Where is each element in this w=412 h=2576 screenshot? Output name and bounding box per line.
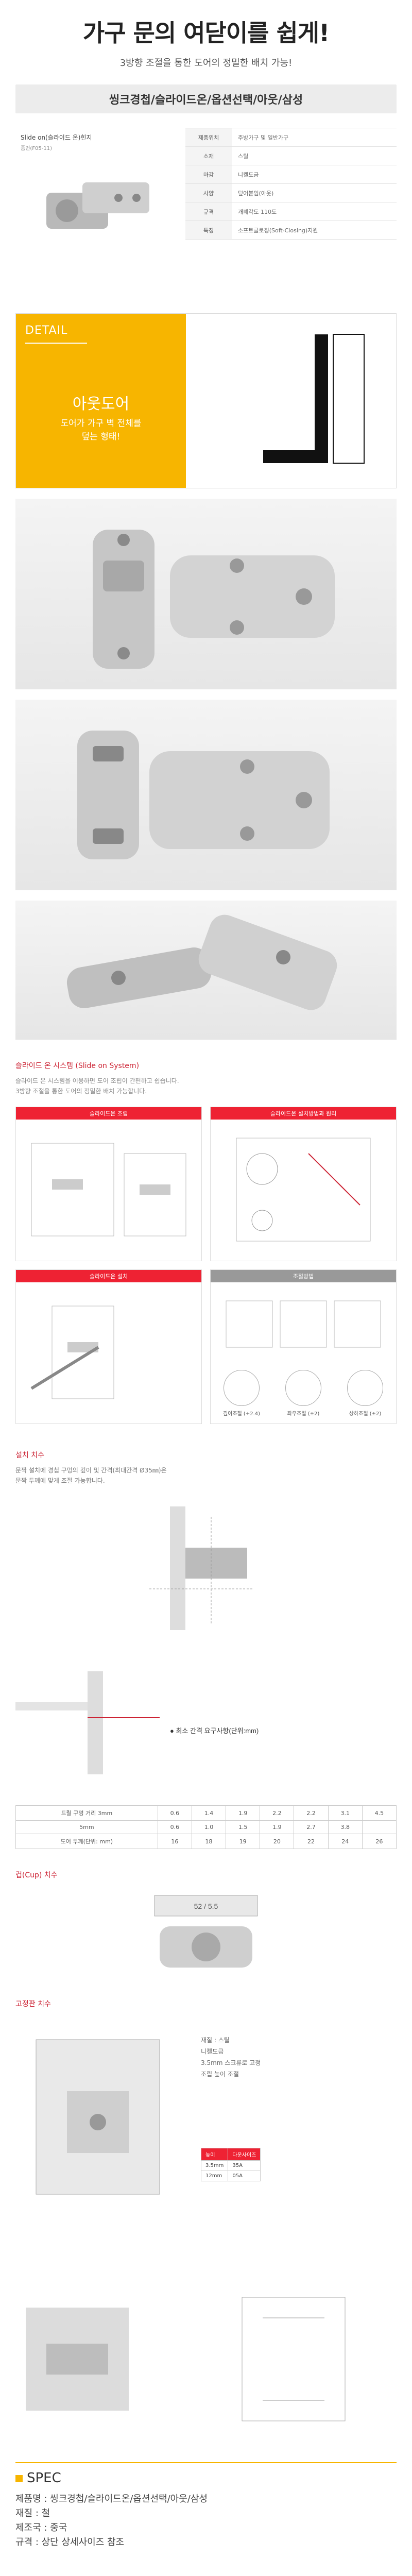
cup-label: 52 / 5.5 [194, 1902, 218, 1910]
install-diagram-icon [30, 1306, 114, 1399]
spec-row: 규격 개폐각도 110도 [185, 202, 397, 221]
install-dimension-icon [149, 1506, 252, 1630]
adjust-diagram-icon [226, 1300, 381, 1348]
install-text: 문짝 설치에 경첩 구멍의 깊이 및 간격(최대간격 Ø35㎜)은 문짝 두께에… [15, 1467, 167, 1484]
product-info-row: Slide on(슬라이드 온)힌지 품번(F05-11) 제품위치 주방가구 … [15, 128, 397, 282]
install-diagram [15, 1496, 397, 1640]
spec-row: 제품위치 주방가구 및 일반가구 [185, 128, 397, 147]
hero-title: 가구 문의 여닫이를 쉽게! [82, 19, 330, 47]
detail-tag: DETAIL [25, 324, 68, 337]
spec-row: 마감 니켈도금 [185, 165, 397, 184]
height-icon [347, 1370, 383, 1406]
slide-on-desc: 슬라이드 온 시스템을 이용하면 도어 조립이 간편하고 쉽습니다. 3방향 조… [15, 1077, 179, 1095]
panel-install: 슬라이드온 설치 [15, 1269, 202, 1424]
keyword-bar: 씽크경첩/슬라이드온/옵션선택/아웃/삼성 [15, 84, 397, 113]
note-depth: 깊이조절 (+2.4) [216, 1370, 267, 1417]
gap-table: 드릴 구멍 거리 3mm 0.6 1.4 1.9 2.2 2.2 3.1 4.5… [15, 1805, 397, 1849]
gap-dimension-icon: ● 최소 간격 요구사항(단위:mm) [15, 1671, 259, 1774]
svg-text:● 최소 간격 요구사항(단위:mm): ● 최소 간격 요구사항(단위:mm) [170, 1727, 259, 1735]
hero-subtitle: 3방향 조절을 통한 도어의 정밀한 배치 가능! [119, 58, 293, 69]
overlay-door-icon [263, 334, 365, 464]
plate-info: 재질 : 스틸 니켈도금 3.5mm 스크류로 고정 조립 높이 조절 [201, 2037, 261, 2078]
cup-icon: 52 / 5.5 [154, 1895, 258, 1968]
detail-desc: 도어가 가구 벽 전체를 덮는 형태! [60, 418, 142, 442]
spec-title: SPEC [15, 2470, 397, 2486]
adjust-notes: 깊이조절 (+2.4) 좌우조절 (±2) 상하조절 (±2) [211, 1282, 396, 1417]
assembly-diagram-icon [31, 1143, 186, 1236]
spec-row: 특징 소프트클로징(Soft-Closing)지원 [185, 221, 397, 240]
panel-assembly: 슬라이드온 조립 [15, 1107, 202, 1261]
spec-table: 제품위치 주방가구 및 일반가구 소재 스틸 마감 니켈도금 사양 덮어붙임(아… [185, 128, 397, 282]
spec-row: 사양 덮어붙임(아웃) [185, 184, 397, 202]
bottom-diagrams [15, 2287, 397, 2431]
spec-row: 소재 스틸 [185, 147, 397, 165]
install-title: 설치 치수 [15, 1451, 44, 1460]
hinge-photo-icon [66, 914, 337, 1010]
plate-area: 재질 : 스틸 니켈도금 3.5mm 스크류로 고정 조립 높이 조절 높이 다… [15, 2019, 397, 2277]
cup-diagram: 52 / 5.5 [144, 1890, 268, 1978]
detail-panel: DETAIL 아웃도어 도어가 가구 벽 전체를 덮는 형태! [16, 314, 186, 488]
note-height: 상하조절 (±2) [339, 1370, 391, 1417]
slide-on-panels: 슬라이드온 조립 슬라이드온 설치방법과 원리 슬라이드온 설치 [15, 1107, 397, 1424]
panel-principle: 슬라이드온 설치방법과 원리 [210, 1107, 397, 1261]
detail-section: DETAIL 아웃도어 도어가 가구 벽 전체를 덮는 형태! [15, 313, 397, 488]
note-side: 좌우조절 (±2) [278, 1370, 329, 1417]
depth-icon [224, 1370, 260, 1406]
slide-on-title: 슬라이드 온 시스템 (Slide on System) [15, 1062, 140, 1070]
overlay-door-diagram [186, 314, 396, 488]
principle-diagram-icon [236, 1138, 371, 1242]
spec-mark-icon [15, 2475, 23, 2482]
spec-lines: 제품명 : 씽크경첩/슬라이드온/옵션선택/아웃/삼성 재질 : 철 제조국 :… [15, 2494, 208, 2548]
hinge-thumbnail-icon [46, 182, 149, 229]
gap-diagram: ● 최소 간격 요구사항(단위:mm) [15, 1661, 397, 1805]
panel-adjust: 조절방법 깊이조절 (+2.4) 좌우조절 (±2) 상하조절 (±2) [210, 1269, 397, 1424]
cup-title: 컵(Cup) 치수 [15, 1871, 58, 1879]
hinge-photo-1 [15, 499, 397, 689]
product-code: 품번(F05-11) [21, 146, 53, 151]
hinge-photo-icon [93, 530, 335, 669]
plate-dimension-icon [36, 2039, 160, 2195]
plate-table: 높이 다운사이즈 3.5mm 35A 12mm 05A [200, 2148, 261, 2181]
hero-section: 가구 문의 여닫이를 쉽게! 3방향 조절을 통한 도어의 정밀한 배치 가능! [0, 0, 412, 79]
hinge-photo-icon [77, 731, 330, 859]
plate-title: 고정판 치수 [15, 2000, 51, 2008]
product-summary: Slide on(슬라이드 온)힌지 품번(F05-11) [15, 128, 185, 282]
hinge-photo-2 [15, 700, 397, 890]
side-icon [285, 1370, 321, 1406]
product-label: Slide on(슬라이드 온)힌지 [21, 134, 92, 141]
detail-title: 아웃도어 [72, 395, 130, 413]
hinge-photo-3 [15, 901, 397, 1040]
detail-divider [25, 343, 87, 344]
plate-install-icon [26, 2297, 346, 2421]
spec-section: SPEC 제품명 : 씽크경첩/슬라이드온/옵션선택/아웃/삼성 재질 : 철 … [15, 2462, 397, 2570]
